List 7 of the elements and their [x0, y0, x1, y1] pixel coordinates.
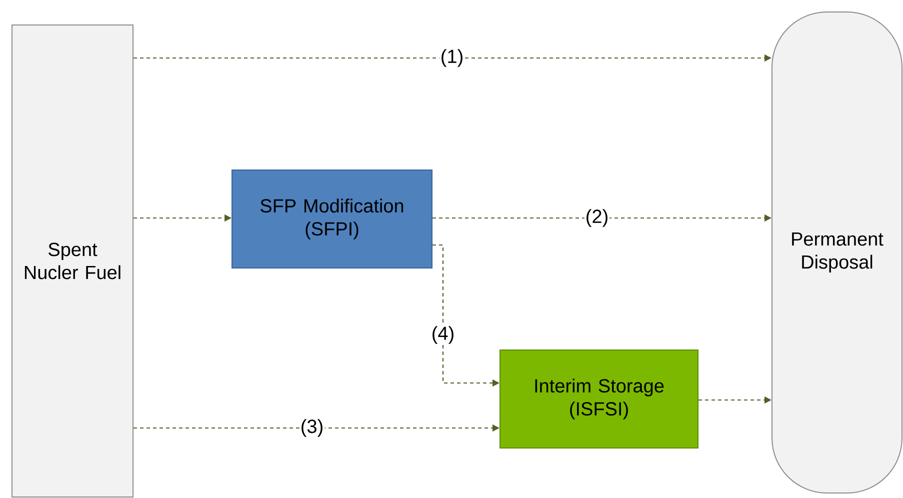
edge-label: (1)	[439, 48, 465, 68]
process-box: SFP Modification (SFPI)	[232, 170, 432, 268]
edge-label: (4)	[430, 325, 456, 345]
edge-label: (2)	[584, 208, 610, 228]
process-box: Interim Storage (ISFSI)	[500, 350, 698, 448]
process-box: Spent Nucler Fuel	[12, 24, 134, 498]
edge-label: (3)	[299, 418, 325, 438]
